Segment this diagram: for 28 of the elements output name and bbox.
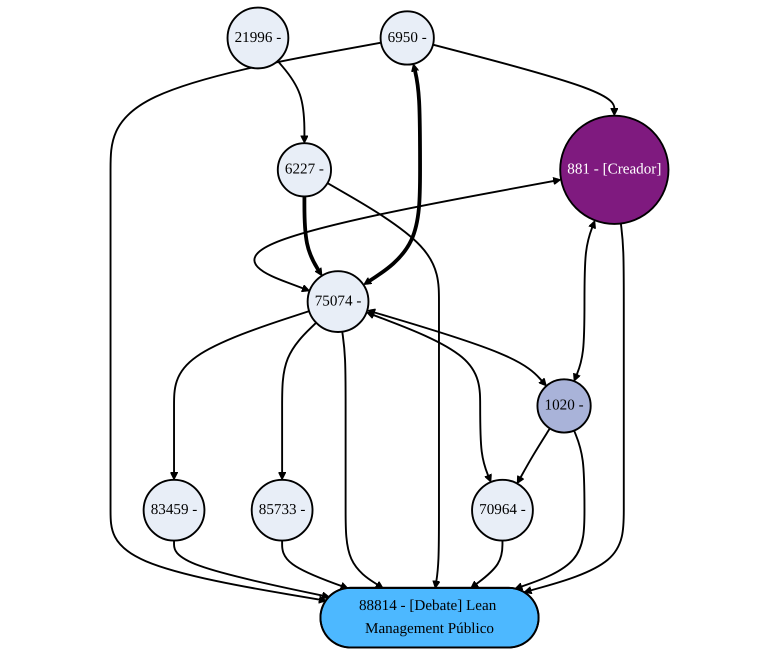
node-circle: 881 - [Creador] xyxy=(559,114,670,225)
arrow xyxy=(573,220,596,382)
arrow xyxy=(277,60,309,144)
arrow xyxy=(170,310,310,480)
node-circle: 21996 - xyxy=(226,6,290,70)
arrow xyxy=(281,540,349,590)
arrow xyxy=(110,42,382,604)
arrow xyxy=(367,308,547,386)
arrow xyxy=(363,64,422,286)
arrow xyxy=(524,223,625,594)
arrow xyxy=(470,540,504,589)
arrow xyxy=(254,177,562,292)
node-circle: 6227 - xyxy=(276,142,332,198)
node-circle: 85733 - xyxy=(250,478,314,542)
arrow xyxy=(327,182,441,589)
node-circle: 83459 - xyxy=(142,478,206,542)
arrow xyxy=(341,332,384,589)
arrow xyxy=(514,430,586,590)
node-circle: 6950 - xyxy=(380,10,435,66)
arrow xyxy=(432,44,618,116)
node-circle: 70964 - xyxy=(471,478,534,542)
arrow xyxy=(366,311,492,482)
arrow xyxy=(302,196,322,276)
arrow xyxy=(516,428,551,484)
node-circle: 75074 - xyxy=(306,270,370,333)
arrow xyxy=(173,540,330,600)
arrow xyxy=(278,322,317,480)
node-circle: 1020 - xyxy=(536,378,592,434)
